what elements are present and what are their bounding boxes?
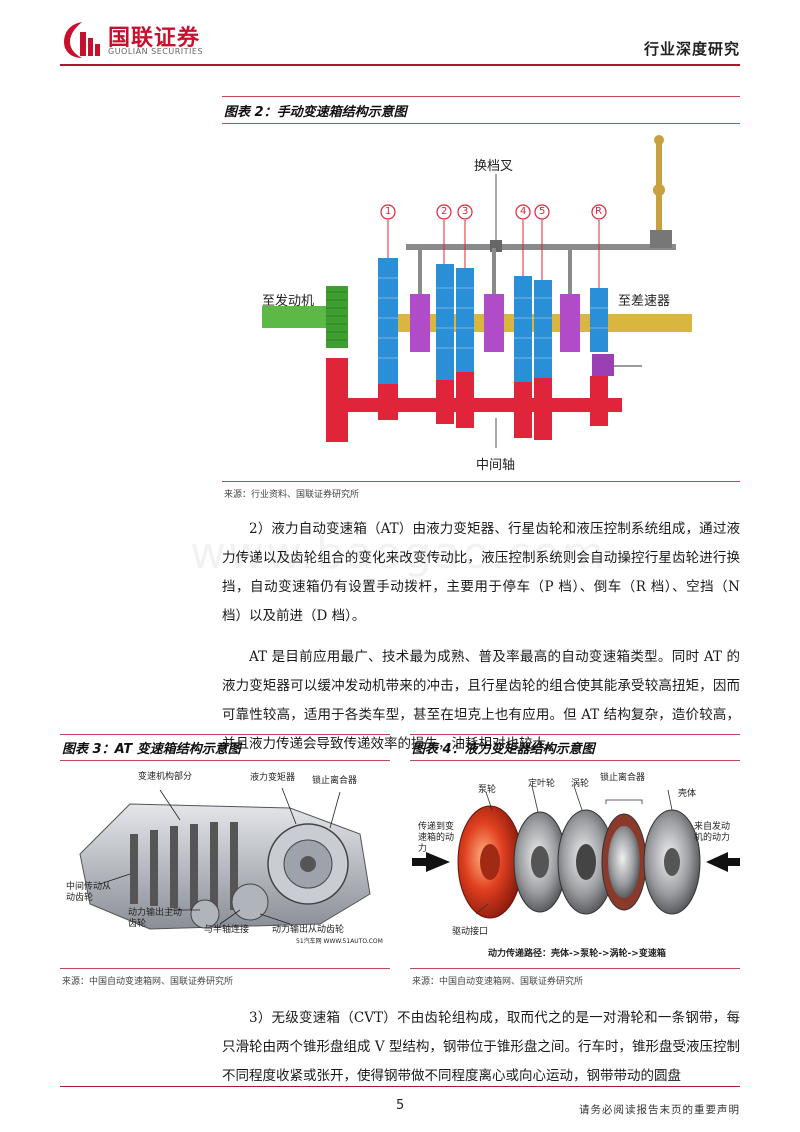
label-output-driven-gear: 动力输出从动齿轮: [272, 925, 345, 935]
figure2-top-rule: [222, 96, 740, 97]
input-shaft: [262, 306, 332, 328]
figure2-source: 来源：行业资料、国联证券研究所: [224, 490, 360, 500]
gear-mark-2: [436, 204, 452, 224]
label-power-to-gearbox: 传递到变速箱的动力: [418, 822, 455, 854]
gear-mark-1: [380, 204, 396, 224]
label-stator: 定叶轮: [528, 779, 556, 789]
figure4-caption-rule: [410, 760, 740, 761]
torque-converter-illustration: [412, 785, 740, 919]
body-text-cvt: 3）无级变速箱（CVT）不由齿轮组构成，取而代之的是一对滑轮和一条钢带，每只滑轮…: [222, 1004, 740, 1091]
paragraph-cvt: 3）无级变速箱（CVT）不由齿轮组构成，取而代之的是一对滑轮和一条钢带，每只滑轮…: [222, 1010, 740, 1084]
brand-logo: [60, 18, 220, 62]
arrow-right-icon: [706, 852, 740, 872]
figure3-source: 来源：中国自动变速箱网、国联证券研究所: [62, 977, 234, 987]
page-number: 5: [396, 1098, 405, 1113]
image-credit: 51汽车网 WWW.51AUTO.COM: [296, 938, 383, 945]
manual-gearbox-diagram: [262, 135, 692, 448]
label-to-engine: 至发动机: [262, 294, 315, 309]
figure4-caption: 图表 4：液力变矩器结构示意图: [412, 742, 595, 757]
brand-name-en: GUOLIAN SECURITIES: [108, 47, 204, 56]
gear-mark-4: [515, 204, 531, 224]
figure4-top-rule: [410, 734, 740, 735]
label-gear-mechanism: 变速机构部分: [138, 772, 193, 782]
label-pump: 泵轮: [478, 785, 497, 795]
disclaimer-notice: 请务必阅读报告末页的重要声明: [579, 1104, 740, 1116]
report-type: 行业深度研究: [643, 40, 740, 58]
label-intermediate-gear: 中间传动从动齿轮: [66, 882, 112, 903]
gear-mark-r: [591, 204, 607, 224]
figure3-bottom-rule: [60, 968, 390, 969]
label-output-drive-gear: 动力输出主动齿轮: [128, 908, 183, 929]
footer-divider: [60, 1086, 740, 1087]
watermark: www.baogao.com: [190, 528, 607, 579]
gear-pairs: [378, 258, 608, 440]
figure2-caption-rule: [222, 123, 740, 124]
label-halfshaft: 与半轴连接: [204, 925, 250, 935]
label-shift-fork: 换档叉: [474, 159, 514, 174]
label-housing: 壳体: [678, 789, 697, 799]
label-power-path: 动力传递路径：壳体->泵轮->涡轮->变速箱: [488, 949, 666, 959]
label-counter-shaft: 中间轴: [476, 458, 516, 473]
at-gearbox-illustration: [79, 787, 371, 930]
label-lockup-clutch-b: 锁止离合器: [600, 773, 646, 783]
gear-number-marks: 1 2 3 4 5 R: [222, 128, 740, 478]
body-text-at: 2）液力自动变速箱（AT）由液力变矩器、行星齿轮和液压控制系统组成，通过液力传递…: [222, 515, 740, 759]
label-to-differential: 至差速器: [618, 294, 671, 309]
label-torque-converter: 液力变矩器: [250, 773, 296, 783]
label-drive-interface: 驱动接口: [452, 927, 489, 937]
figure3-caption: 图表 3：AT 变速箱结构示意图: [62, 742, 241, 757]
gear-mark-5: [534, 204, 550, 224]
synchronizers: [410, 294, 614, 376]
header-divider: [60, 64, 740, 66]
selector-rod: [406, 244, 676, 250]
figure4-source: 来源：中国自动变速箱网、国联证券研究所: [412, 977, 584, 987]
label-lockup-clutch-a: 锁止离合器: [312, 776, 358, 786]
figure3-caption-rule: [60, 760, 390, 761]
paragraph-at-detail: AT 是目前应用最广、技术最为成熟、普及率最高的自动变速箱类型。同时 AT 的液…: [222, 649, 740, 752]
label-power-from-engine: 来自发动机的动力: [694, 822, 731, 843]
arrow-left-icon: [412, 852, 450, 872]
gear-mark-3: [457, 204, 473, 224]
figure4-bottom-rule: [410, 968, 740, 969]
figure2-bottom-rule: [222, 481, 740, 482]
paragraph-at-intro: 2）液力自动变速箱（AT）由液力变矩器、行星齿轮和液压控制系统组成，通过液力传递…: [222, 521, 740, 624]
figure2-caption: 图表 2：手动变速箱结构示意图: [224, 105, 407, 120]
label-turbine: 涡轮: [571, 779, 590, 789]
figure3-top-rule: [60, 734, 390, 735]
logo-mark-icon: [64, 22, 100, 58]
brand-name-cn: 国联证券: [108, 26, 201, 51]
